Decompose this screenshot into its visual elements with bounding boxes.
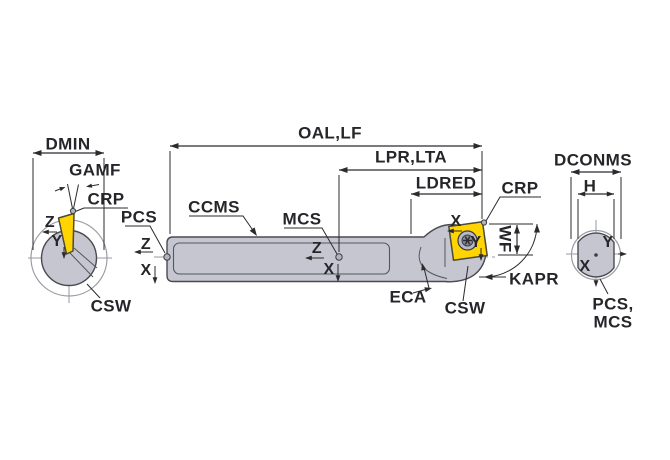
- label-gamf: GAMF: [69, 160, 121, 180]
- label-oal-lf: OAL,LF: [298, 123, 362, 143]
- label-z-front: Z: [44, 214, 56, 231]
- label-y-insert: Y: [470, 234, 482, 251]
- main-view-body: [154, 223, 498, 283]
- back-end-view: [566, 220, 622, 286]
- label-mcs: MCS: [282, 209, 322, 229]
- clamp-screw-icon: [457, 230, 478, 251]
- label-kapr: KAPR: [509, 269, 559, 289]
- tool-shank: [166, 223, 487, 283]
- reference-points: [69, 207, 488, 261]
- crp-point-head: [480, 219, 488, 226]
- front-end-view: [28, 183, 112, 303]
- mcs-point: [335, 253, 343, 261]
- label-csw-head: CSW: [444, 298, 486, 318]
- label-dmin: DMIN: [45, 134, 91, 154]
- label-lpr-lta: LPR,LTA: [374, 147, 448, 167]
- label-dconms: DCONMS: [554, 150, 632, 170]
- label-eca: ECA: [389, 287, 427, 307]
- label-pcs-mcs-line1: PCS,: [592, 294, 634, 314]
- pcs-point: [163, 253, 171, 261]
- label-wf: WF: [495, 225, 515, 253]
- gamf-angle-construction: [54, 183, 100, 212]
- label-csw-front: CSW: [90, 296, 132, 316]
- label-x-end: X: [579, 258, 591, 275]
- leader-lines: [73, 196, 609, 302]
- label-ccms: CCMS: [188, 197, 240, 217]
- label-z-pcs: Z: [140, 236, 152, 253]
- label-x-insert: X: [450, 213, 462, 230]
- label-z-mcs: Z: [311, 240, 323, 257]
- label-x-mcs: X: [323, 261, 335, 278]
- label-ldred: LDRED: [415, 173, 477, 193]
- insert-front-view: [57, 212, 75, 255]
- label-pcs: PCS: [120, 207, 158, 227]
- axis-arrows: [42, 228, 627, 287]
- label-crp-front: CRP: [87, 189, 125, 209]
- insert-assembly: [448, 221, 488, 261]
- shank-sleeve-line: [172, 242, 391, 275]
- label-y-end: Y: [602, 234, 614, 251]
- label-pcs-mcs-line2: MCS: [593, 312, 633, 332]
- kapr-arc: [483, 223, 538, 278]
- dimension-lines: [32, 143, 622, 280]
- label-y-front: Y: [51, 233, 63, 250]
- crp-point-front: [69, 207, 77, 215]
- label-crp-head: CRP: [501, 178, 539, 198]
- label-x-pcs: X: [140, 262, 152, 279]
- label-h: H: [583, 176, 597, 196]
